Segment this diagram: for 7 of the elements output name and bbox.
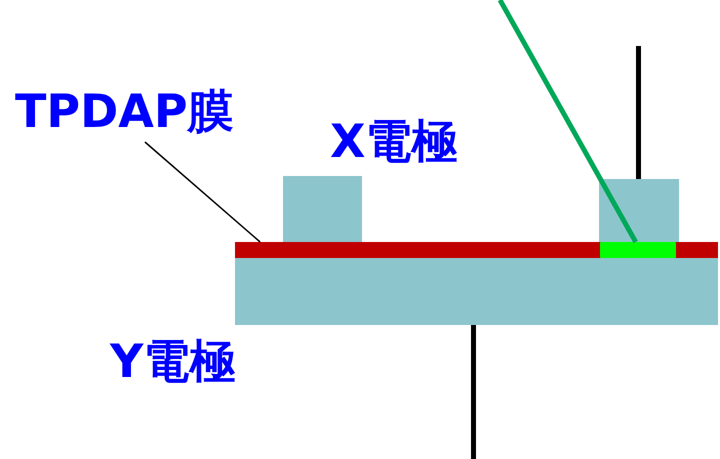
light-beam [498,0,638,244]
leader-line [144,141,261,243]
electrode-label: Y電極 [110,338,236,384]
light-spot [600,242,676,258]
film-label: TPDAP膜 [15,88,234,134]
electrode-label: X電極 [330,118,458,164]
film-layer [235,242,718,258]
